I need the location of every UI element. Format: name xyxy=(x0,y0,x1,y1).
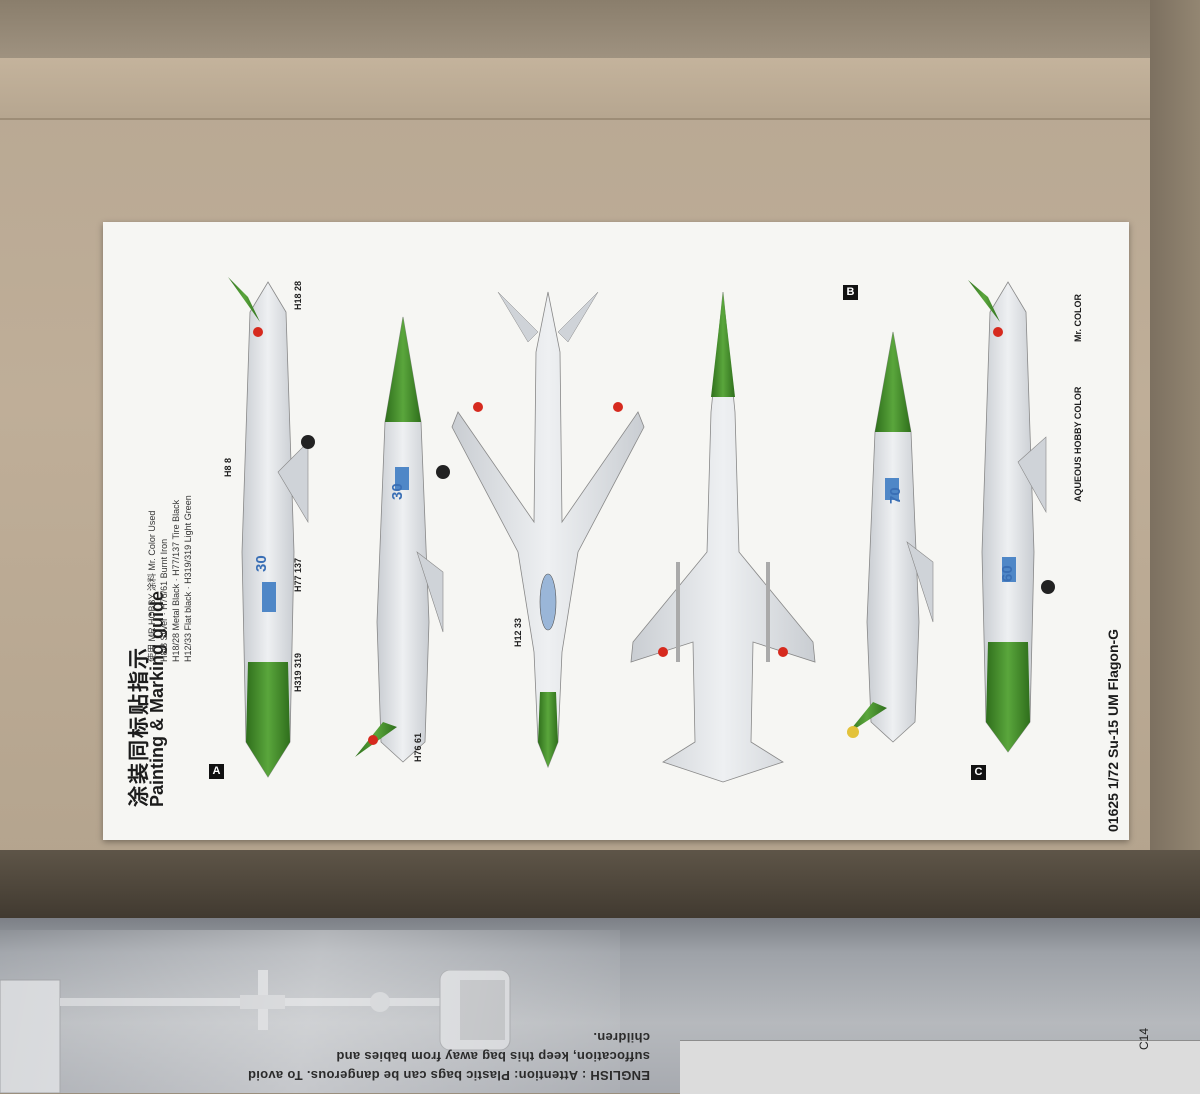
callout-3-c: 137 xyxy=(293,557,303,573)
top-view xyxy=(451,291,645,769)
tail-number-c2: 60 xyxy=(999,565,1016,582)
box-right-wall xyxy=(1150,0,1200,920)
side-view-c2 xyxy=(968,280,1055,753)
callout-2-h: 8 xyxy=(223,465,233,471)
aircraft-drawings xyxy=(228,277,1055,783)
part-code: C14 xyxy=(1137,1027,1151,1050)
side-view-a xyxy=(228,277,315,778)
side-view-c1 xyxy=(847,331,934,743)
bag-warning-line-2: suffocation, keep this bag away from bab… xyxy=(336,1049,650,1064)
callout-1-c: 28 xyxy=(293,280,303,291)
callout-6-c: 33 xyxy=(513,617,523,628)
marker-b: B xyxy=(843,285,858,300)
tail-number-c1: 70 xyxy=(887,487,904,504)
box-shadow xyxy=(0,850,1200,930)
callout-4: H319 319 xyxy=(293,652,303,692)
sprue-parts xyxy=(0,970,511,1093)
callout-5-h: 76 xyxy=(413,745,423,756)
marker-a: A xyxy=(209,764,224,779)
tail-number-a1: 30 xyxy=(253,555,270,572)
bottom-view xyxy=(630,291,816,783)
callout-6: H12 33 xyxy=(513,617,523,647)
callout-3-h: 77 xyxy=(293,575,303,586)
callout-1: H18 28 xyxy=(293,280,303,310)
side-view-a2 xyxy=(355,316,450,763)
callout-3: H77 137 xyxy=(293,557,303,592)
callout-2: H8 8 xyxy=(223,457,233,477)
bag-reflection xyxy=(0,930,620,1093)
bag-warning-line-3: children. xyxy=(593,1030,650,1045)
marker-c: C xyxy=(971,765,986,780)
callout-2-c: 8 xyxy=(223,457,233,463)
cardboard-flap xyxy=(0,58,1165,120)
callout-5-c: 61 xyxy=(413,732,423,743)
callout-4-h: 319 xyxy=(293,670,303,686)
tail-number-a2: 30 xyxy=(389,483,406,500)
bag-inner-card xyxy=(680,1040,1200,1094)
painting-guide-sheet: 涂装同标贴指示 Painting & Marking guide 01625 1… xyxy=(103,222,1129,840)
callout-5: H76 61 xyxy=(413,732,423,762)
callout-1-h: 18 xyxy=(293,293,303,304)
bag-warning-text: ENGLISH : Attention: Plastic bags can be… xyxy=(40,1005,650,1085)
bag-warning-line-1: ENGLISH : Attention: Plastic bags can be… xyxy=(247,1068,650,1083)
callout-4-c: 319 xyxy=(293,652,303,668)
callout-6-h: 12 xyxy=(513,630,523,641)
